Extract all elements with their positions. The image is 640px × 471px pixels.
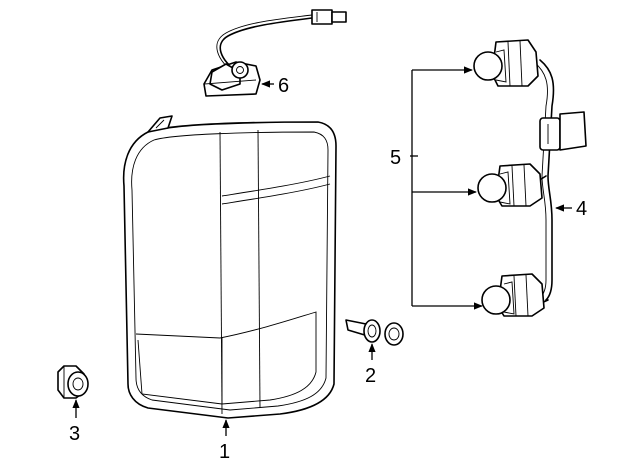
clip-nut-part	[57, 365, 89, 399]
bulb-socket-bottom	[481, 273, 545, 317]
leader-lines	[72, 66, 572, 436]
tail-lamp-housing-part	[122, 115, 337, 419]
callout-6: 6	[278, 75, 289, 97]
callout-4: 4	[576, 198, 587, 220]
callout-2: 2	[365, 365, 376, 387]
socket-pigtail-part	[203, 9, 347, 97]
bulb-socket-top	[473, 39, 539, 87]
callout-5: 5	[390, 147, 401, 169]
callout-1: 1	[219, 441, 230, 463]
bolt-part	[345, 319, 404, 346]
callout-3: 3	[69, 423, 80, 445]
bulb-socket-middle	[477, 163, 543, 207]
